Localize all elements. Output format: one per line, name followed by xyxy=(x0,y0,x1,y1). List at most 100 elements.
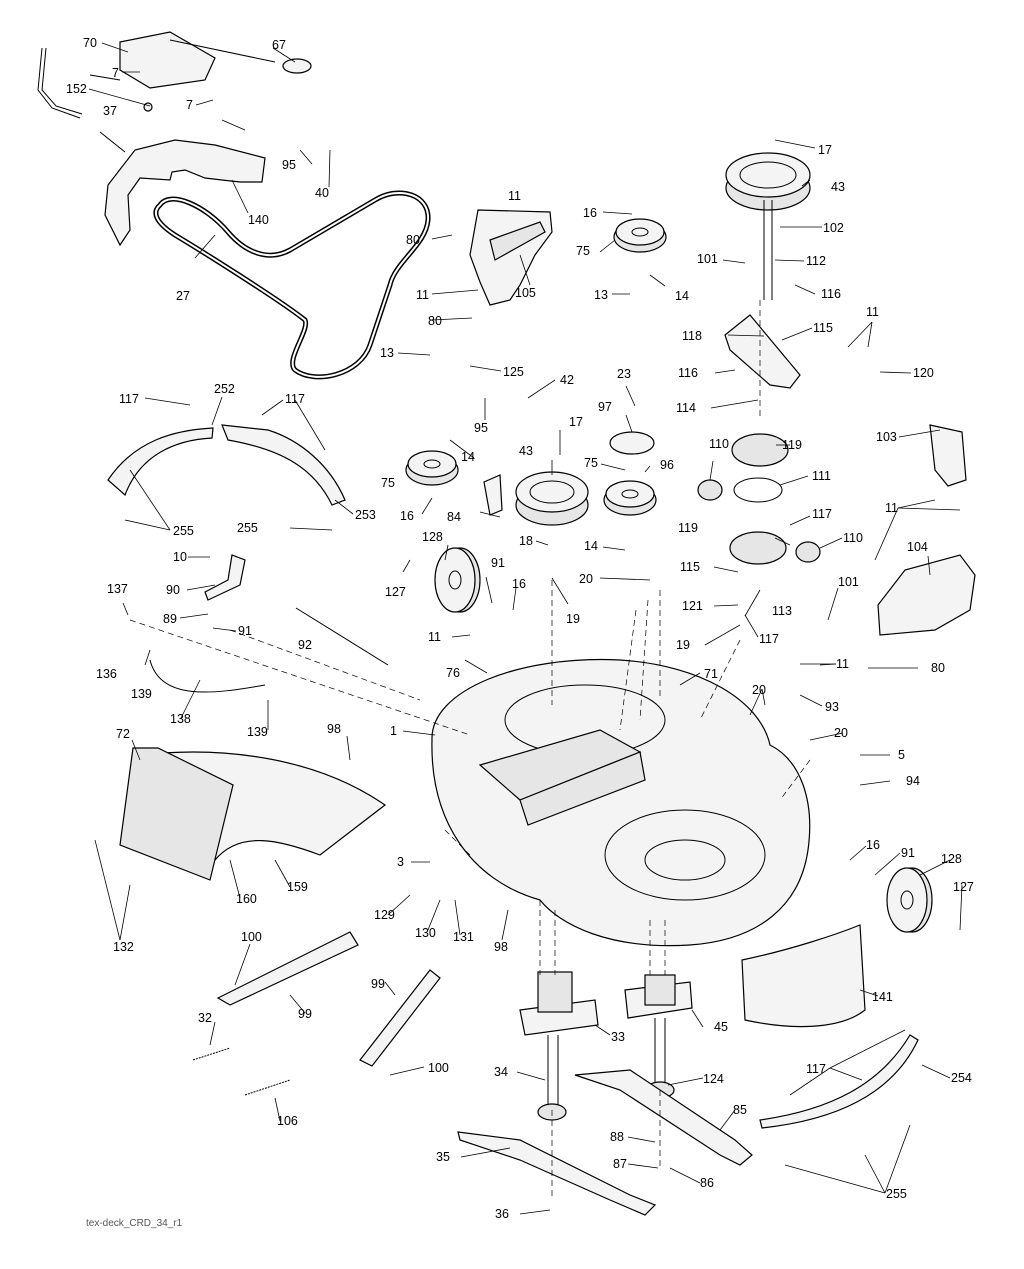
callout-103: 103 xyxy=(876,430,897,444)
callout-121: 121 xyxy=(682,599,703,613)
gear-110-right xyxy=(795,541,821,563)
baffle-252 xyxy=(107,427,214,497)
callout-129: 129 xyxy=(374,908,395,922)
cover-104 xyxy=(877,554,976,636)
callout-255: 255 xyxy=(173,524,194,538)
discharge-chute-72 xyxy=(119,747,387,881)
spring-32 xyxy=(192,1047,231,1061)
callout-20: 20 xyxy=(752,683,766,697)
callout-86: 86 xyxy=(700,1176,714,1190)
callout-254: 254 xyxy=(951,1071,972,1085)
callout-125: 125 xyxy=(503,365,524,379)
pulley-43-center xyxy=(515,471,589,526)
callout-152: 152 xyxy=(66,82,87,96)
callout-75: 75 xyxy=(381,476,395,490)
gear-110-left xyxy=(697,479,723,501)
pulley-97 xyxy=(609,431,655,455)
callout-19: 19 xyxy=(566,612,580,626)
blade-85 xyxy=(574,1069,753,1166)
lift-arm-99-right xyxy=(359,969,441,1067)
callout-100: 100 xyxy=(241,930,262,944)
gauge-wheel-128-right xyxy=(886,867,933,933)
assembly-lines xyxy=(129,300,811,1200)
callout-37: 37 xyxy=(103,104,117,118)
hose-138 xyxy=(149,659,266,693)
callout-92: 92 xyxy=(298,638,312,652)
callout-97: 97 xyxy=(598,400,612,414)
idler-pulley-75c xyxy=(603,480,657,516)
callout-118: 118 xyxy=(682,329,702,343)
leader-lines xyxy=(88,42,963,1215)
rod-92 xyxy=(295,607,389,666)
callout-117: 117 xyxy=(759,632,779,646)
callout-141: 141 xyxy=(872,990,893,1004)
idler-pulley-75a xyxy=(613,218,667,253)
callout-7: 7 xyxy=(112,66,119,80)
callout-138: 138 xyxy=(170,712,191,726)
blade-35 xyxy=(457,1131,657,1216)
callout-67: 67 xyxy=(272,38,286,52)
callout-13: 13 xyxy=(380,346,394,360)
callout-128: 128 xyxy=(941,852,962,866)
callout-34: 34 xyxy=(494,1065,508,1079)
callout-17: 17 xyxy=(818,143,832,157)
callout-93: 93 xyxy=(825,700,839,714)
callout-70: 70 xyxy=(83,36,97,50)
mower-deck-1 xyxy=(431,658,811,947)
callout-17: 17 xyxy=(569,415,583,429)
callout-35: 35 xyxy=(436,1150,450,1164)
baffle-254 xyxy=(759,1034,919,1129)
callout-91: 91 xyxy=(238,624,252,638)
callout-33: 33 xyxy=(611,1030,625,1044)
callout-20: 20 xyxy=(579,572,593,586)
callout-1: 1 xyxy=(390,724,397,738)
callout-136: 136 xyxy=(96,667,117,681)
callout-87: 87 xyxy=(613,1157,627,1171)
callout-5: 5 xyxy=(898,748,905,762)
callout-20: 20 xyxy=(834,726,848,740)
callout-19: 19 xyxy=(676,638,690,652)
callout-71: 71 xyxy=(704,667,718,681)
callout-14: 14 xyxy=(675,289,689,303)
callout-117: 117 xyxy=(812,507,832,521)
callout-115: 115 xyxy=(680,560,700,574)
callout-116: 116 xyxy=(821,287,841,301)
bracket-84 xyxy=(483,474,503,516)
callout-113: 113 xyxy=(772,604,792,618)
callout-116: 116 xyxy=(678,366,698,380)
callout-117: 117 xyxy=(806,1062,826,1076)
callout-117: 117 xyxy=(119,392,139,406)
callout-99: 99 xyxy=(371,977,385,991)
lift-arm-99-left xyxy=(216,931,359,1006)
callout-42: 42 xyxy=(560,373,574,387)
idler-pulley-75b xyxy=(405,450,459,486)
callout-255: 255 xyxy=(886,1187,907,1201)
callout-120: 120 xyxy=(913,366,934,380)
callout-137: 137 xyxy=(107,582,128,596)
callout-91: 91 xyxy=(491,556,505,570)
callout-16: 16 xyxy=(400,509,414,523)
callout-255: 255 xyxy=(237,521,258,535)
callout-159: 159 xyxy=(287,880,308,894)
callout-11: 11 xyxy=(428,630,441,644)
callout-101: 101 xyxy=(838,575,859,589)
callout-88: 88 xyxy=(610,1130,624,1144)
callout-139: 139 xyxy=(131,687,152,701)
callout-105: 105 xyxy=(515,286,536,300)
callout-124: 124 xyxy=(703,1072,724,1086)
gauge-wheel-128-left xyxy=(434,547,481,613)
callout-110: 110 xyxy=(843,531,863,545)
pulley-43-top xyxy=(725,152,811,300)
callout-7: 7 xyxy=(186,98,193,112)
callout-160: 160 xyxy=(236,892,257,906)
callout-98: 98 xyxy=(327,722,341,736)
bracket-118 xyxy=(724,314,801,389)
callout-80: 80 xyxy=(428,314,442,328)
callout-117: 117 xyxy=(285,392,305,406)
callout-11: 11 xyxy=(508,189,521,203)
callout-43: 43 xyxy=(519,444,533,458)
callout-94: 94 xyxy=(906,774,920,788)
callout-140: 140 xyxy=(248,213,269,227)
